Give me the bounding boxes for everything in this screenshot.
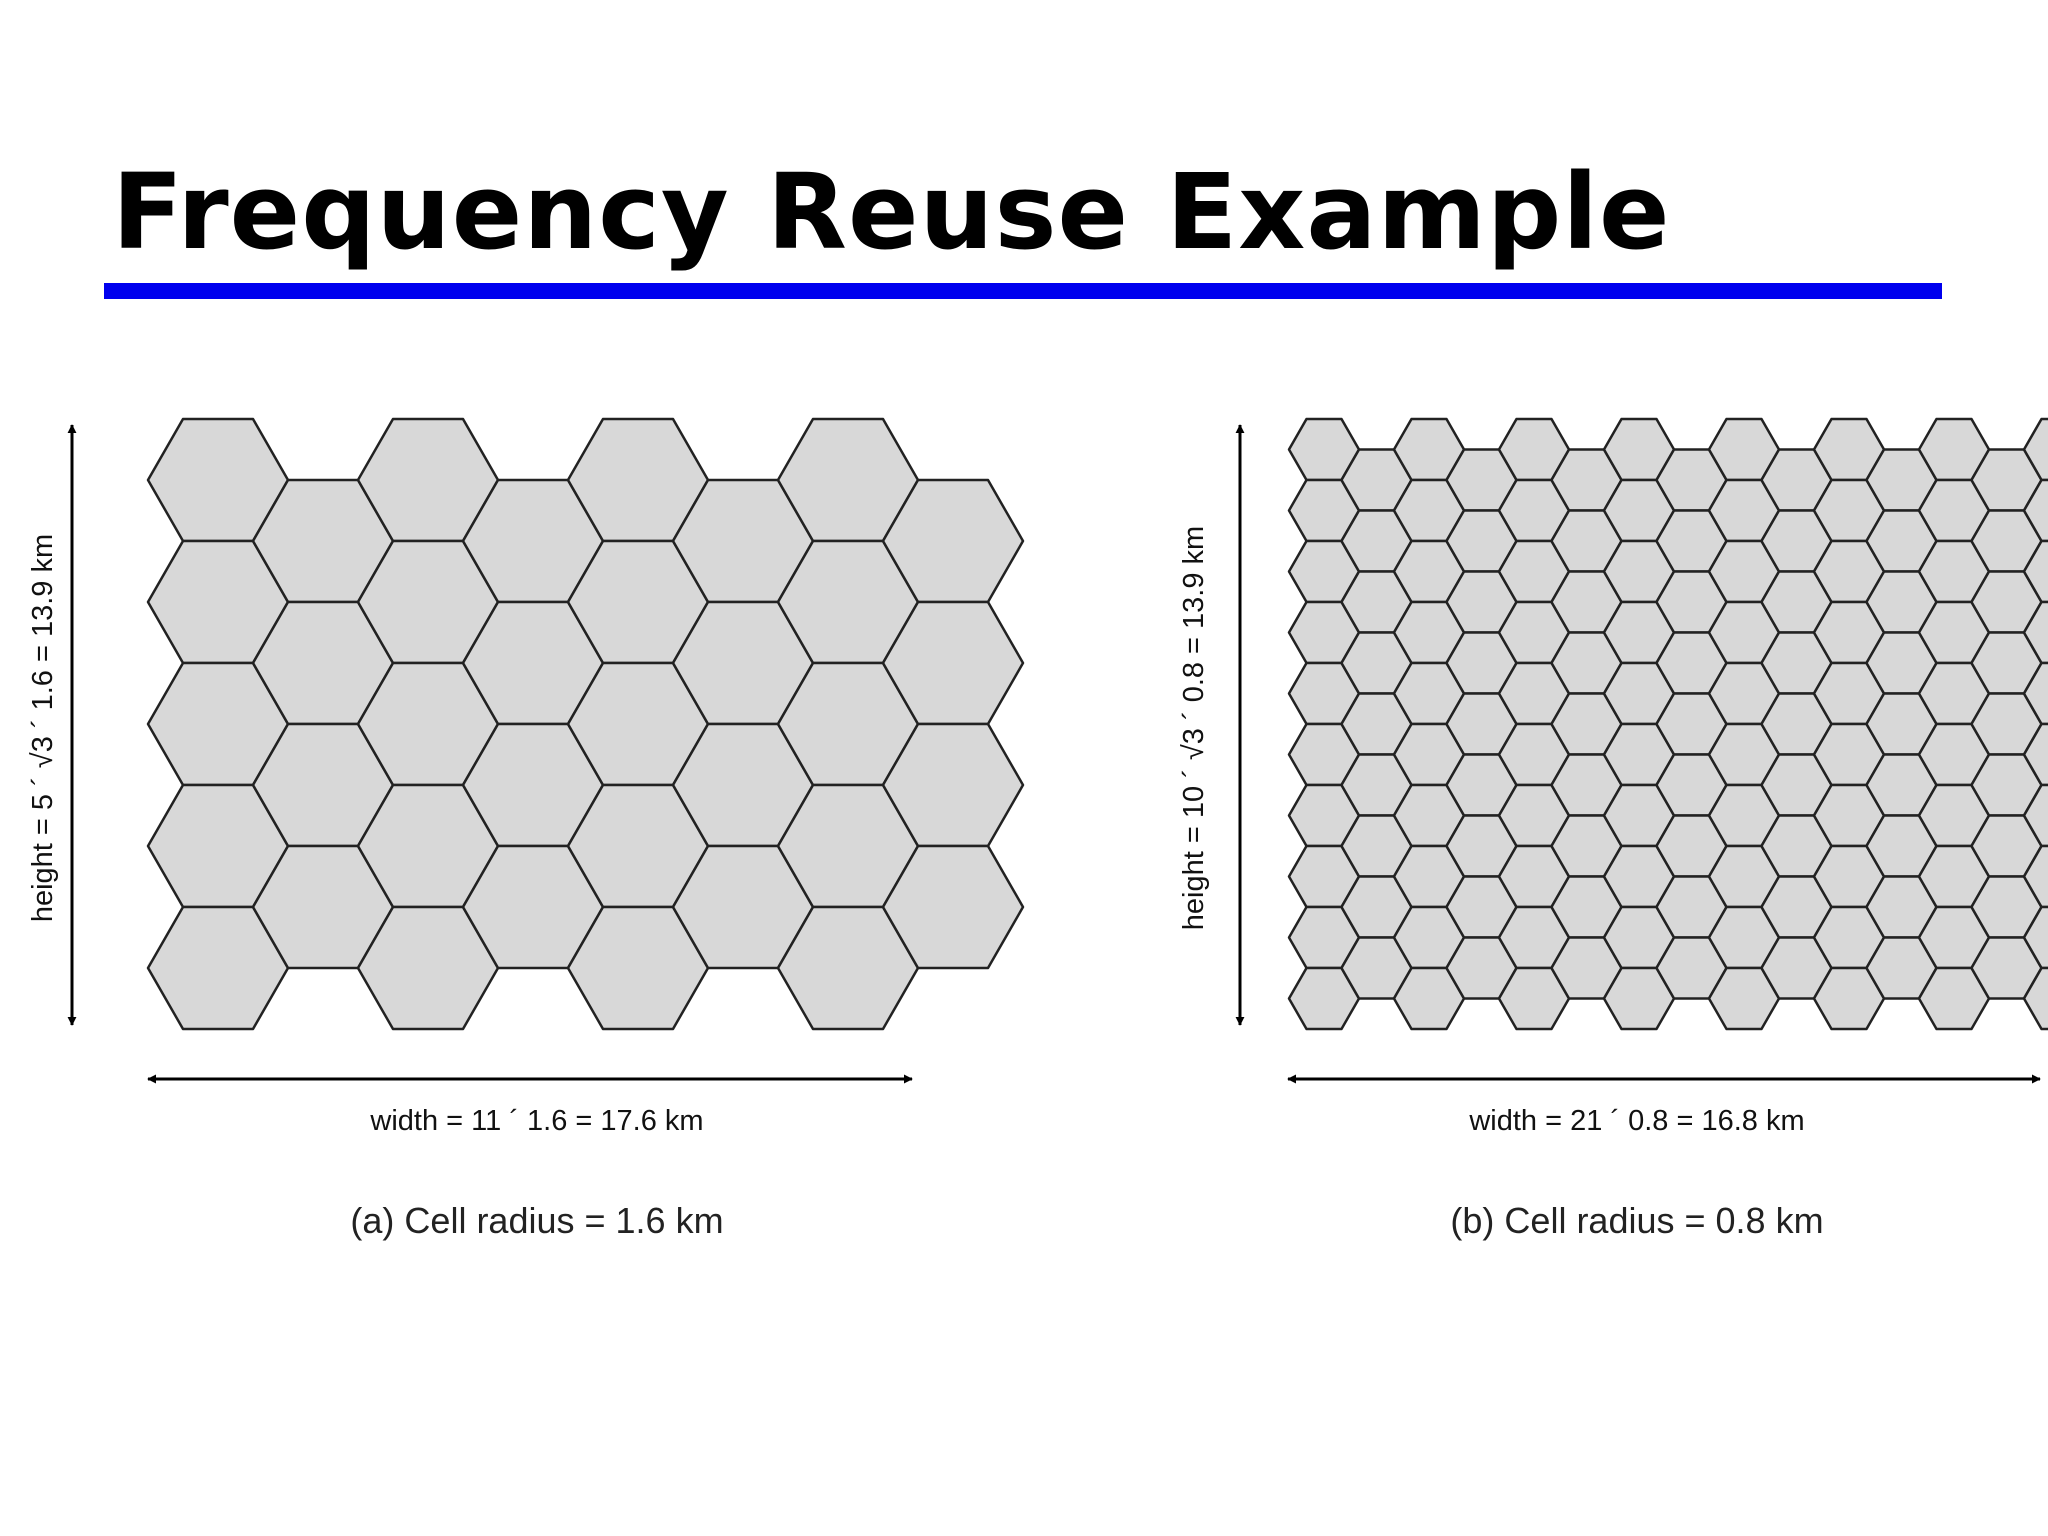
hex-cell — [881, 844, 1025, 970]
hex-cell — [2022, 966, 2048, 1031]
hex-cell — [2022, 661, 2048, 726]
hex-cell — [2022, 417, 2048, 482]
hex-cell — [2022, 783, 2048, 848]
hex-cell — [2022, 539, 2048, 604]
height-label-a: height = 5 ´ √3 ´ 1.6 = 13.9 km — [27, 534, 59, 922]
hex-cell — [2022, 722, 2048, 787]
caption-b: (b) Cell radius = 0.8 km — [1450, 1200, 1823, 1241]
hex-cell — [2022, 844, 2048, 909]
hex-cell — [2022, 478, 2048, 543]
width-label-a: width = 11 ´ 1.6 = 17.6 km — [369, 1105, 703, 1137]
panel-b: height = 10 ´ √3 ´ 0.8 = 13.9 km width =… — [1178, 417, 2048, 1241]
title-underline — [104, 283, 1942, 299]
hex-grid-a — [146, 417, 1025, 1031]
hex-cell — [2022, 905, 2048, 970]
caption-a: (a) Cell radius = 1.6 km — [350, 1200, 723, 1241]
panel-a: height = 5 ´ √3 ´ 1.6 = 13.9 km width = … — [27, 417, 1025, 1241]
height-label-b: height = 10 ´ √3 ´ 0.8 = 13.9 km — [1178, 526, 1210, 930]
hex-grid-b — [1287, 417, 2048, 1031]
hex-cell — [2022, 600, 2048, 665]
slide-title: Frequency Reuse Example — [112, 151, 1671, 273]
width-label-b: width = 21 ´ 0.8 = 16.8 km — [1468, 1105, 1804, 1137]
